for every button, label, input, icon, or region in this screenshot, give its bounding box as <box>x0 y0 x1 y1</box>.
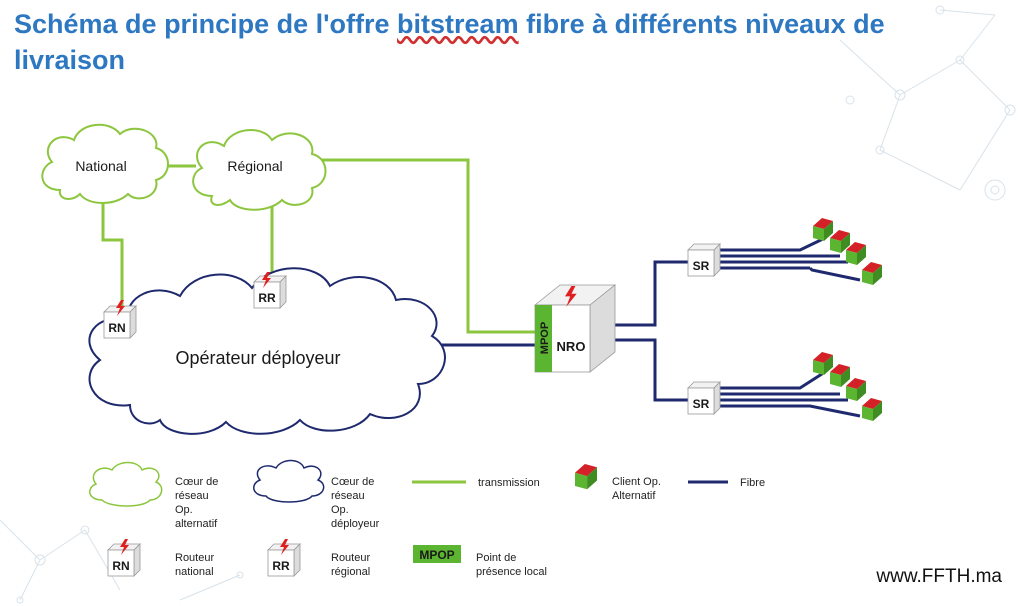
legend-house-icon <box>575 464 597 490</box>
rr-label: RR <box>258 291 276 305</box>
svg-text:réseau: réseau <box>331 490 365 502</box>
svg-text:national: national <box>175 566 214 578</box>
legend-transmission-label: transmission <box>478 477 540 489</box>
page-title: Schéma de principe de l'offre bitstream … <box>14 9 885 75</box>
website-url: www.FFTH.ma <box>876 566 1002 587</box>
svg-text:MPOP: MPOP <box>419 548 454 562</box>
svg-text:réseau: réseau <box>175 490 209 502</box>
regional-cloud <box>192 128 327 211</box>
house-icon <box>830 364 850 387</box>
svg-text:régional: régional <box>331 566 370 578</box>
legend-green-cloud-icon <box>89 461 163 507</box>
legend-mpop-box <box>413 545 461 563</box>
svg-text:Op.: Op. <box>175 504 193 516</box>
national-cloud <box>41 123 169 204</box>
operator-cloud-label: Opérateur déployeur <box>175 348 340 368</box>
nro-node <box>533 284 617 373</box>
svg-text:Cœur de: Cœur de <box>331 476 374 488</box>
svg-text:déployeur: déployeur <box>331 518 380 530</box>
svg-text:Cœur de: Cœur de <box>175 476 218 488</box>
background-network-pattern <box>0 5 1016 604</box>
client-houses-top <box>813 218 882 285</box>
nro-label: NRO <box>557 339 586 354</box>
house-icon <box>813 218 833 241</box>
svg-text:Client Op.: Client Op. <box>612 476 661 488</box>
svg-text:RR: RR <box>272 559 290 573</box>
legend: Cœur de réseau Op. alternatif Cœur de ré… <box>89 459 765 578</box>
client-houses-bottom <box>813 352 882 421</box>
svg-text:Op.: Op. <box>331 504 349 516</box>
legend-fibre-label: Fibre <box>740 477 765 489</box>
sr-bottom-label: SR <box>693 397 710 411</box>
svg-text:RN: RN <box>112 559 129 573</box>
house-icon <box>846 378 866 401</box>
mpop-label: MPOP <box>539 322 551 354</box>
svg-text:présence local: présence local <box>476 566 547 578</box>
national-cloud-label: National <box>75 158 126 174</box>
house-icon <box>862 398 882 421</box>
legend-blue-cloud-icon <box>253 459 325 503</box>
fibre-links <box>440 236 861 418</box>
house-icon <box>862 262 882 285</box>
svg-text:Routeur: Routeur <box>175 552 214 564</box>
sr-top-label: SR <box>693 259 710 273</box>
svg-text:Point de: Point de <box>476 552 516 564</box>
svg-text:Routeur: Routeur <box>331 552 370 564</box>
mpop-strip <box>535 305 552 372</box>
regional-cloud-label: Régional <box>227 158 282 174</box>
house-icon <box>813 352 833 375</box>
svg-text:Alternatif: Alternatif <box>612 490 656 502</box>
rn-label: RN <box>108 321 125 335</box>
svg-text:alternatif: alternatif <box>175 518 218 530</box>
